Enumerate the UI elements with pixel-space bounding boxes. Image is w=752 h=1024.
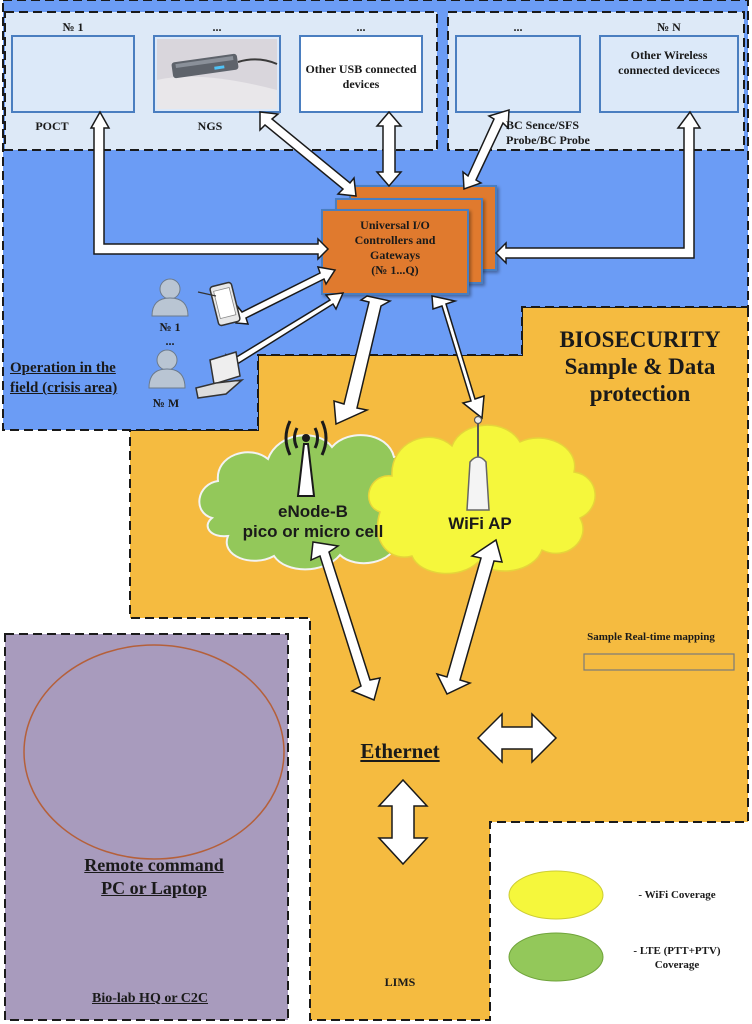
remote-command-circle [23, 644, 285, 860]
remote-command-line-1: Remote command [84, 855, 224, 875]
legend-wifi-label: - WiFi Coverage [638, 889, 716, 901]
arrow-gateway-wifi [431, 295, 485, 420]
arrow-usb-gateway [375, 110, 403, 188]
slot-number-5: № N [657, 20, 681, 34]
wireless-group-label: BC Sence/SFS Probe/BC Probe [506, 118, 590, 147]
operation-in-field-label: Operation in the field (crisis area) [10, 360, 118, 396]
arrow-ngs-gateway [259, 111, 357, 197]
arrow-gateway-enodeb [333, 295, 393, 426]
biosecurity-title: BIOSECURITY Sample & Data protection [532, 326, 748, 407]
users-ellipsis-label: ... [165, 334, 175, 348]
laptop-icon [195, 351, 245, 399]
wifi-ap-label: WiFi AP [448, 514, 512, 533]
biosecurity-title-line-1: BIOSECURITY [559, 327, 721, 352]
enodeb-label-line-1: eNode-B [278, 502, 348, 521]
remote-command-label: Remote command PC or Laptop [24, 854, 284, 900]
gateway-line-1: Universal I/O [360, 218, 430, 232]
device-box-wireless-n [599, 35, 739, 113]
device-box-usb-other [299, 35, 423, 113]
legend-wifi-swatch [508, 870, 604, 920]
slot-number-2: ... [212, 20, 222, 34]
ethernet-arrows [310, 538, 558, 866]
user-m-label: № M [152, 396, 180, 410]
device-box-poct [11, 35, 135, 113]
remote-command-region [4, 633, 289, 1021]
biosecurity-title-line-3: protection [589, 381, 691, 406]
wifi-ap-icon [466, 415, 490, 511]
slot-number-4: ... [513, 20, 523, 34]
enodeb-label: eNode-B pico or micro cell [218, 502, 408, 542]
arrow-wireless-gateway [462, 108, 510, 191]
biolab-hq-label: Bio-lab HQ or C2C [91, 991, 209, 1006]
arrow-enodeb-ethernet [310, 541, 382, 702]
legend-lte-label: - LTE (PTT+PTV) Coverage [612, 944, 742, 972]
field-connection-arrows [89, 108, 702, 426]
gateway-line-2: Controllers and [354, 233, 436, 247]
user-1-label: № 1 [159, 320, 181, 334]
field-user-m [148, 349, 186, 389]
biosecurity-title-line-2: Sample & Data [564, 354, 716, 379]
gateway-line-3: Gateways [370, 248, 420, 262]
slot-number-3: ... [356, 20, 366, 34]
arrow-ethernet-mapping [476, 712, 558, 764]
slot-number-1: № 1 [62, 20, 84, 34]
legend-lte-line-2: Coverage [654, 959, 700, 971]
sample-mapping-label: Sample Real-time mapping [587, 631, 715, 643]
legend-lte-swatch [508, 932, 604, 982]
device-name-ngs: NGS [197, 119, 223, 133]
field-user-1 [151, 278, 189, 317]
ethernet-label: Ethernet [360, 739, 440, 763]
lims-label: LIMS [384, 975, 416, 989]
sample-mapping-box [583, 653, 735, 671]
arrow-poct-gateway [89, 110, 330, 261]
gateway-stack [321, 185, 497, 295]
remote-command-line-2: PC or Laptop [101, 878, 207, 898]
arrow-wifi-ethernet [435, 538, 504, 695]
gateway-label: Universal I/O Controllers and Gateways (… [322, 218, 468, 278]
ngs-sequencer-photo [157, 39, 278, 109]
arrow-wireless-n-gateway [494, 110, 702, 265]
enodeb-label-line-2: pico or micro cell [242, 522, 384, 541]
device-box-wireless-1 [455, 35, 581, 113]
arrow-user1-gateway [235, 266, 337, 325]
arrow-ethernet-lims [377, 778, 429, 866]
enodeb-tower-icon [284, 420, 328, 497]
device-name-poct: POCT [35, 119, 69, 133]
wireless-device-description: Other Wireless connected deviceces [618, 48, 720, 77]
usb-device-description: Other USB connected devices [305, 62, 417, 91]
legend-lte-line-1: - LTE (PTT+PTV) [633, 945, 721, 957]
tablet-icon [197, 281, 241, 327]
gateway-line-4: (№ 1...Q) [371, 263, 419, 277]
